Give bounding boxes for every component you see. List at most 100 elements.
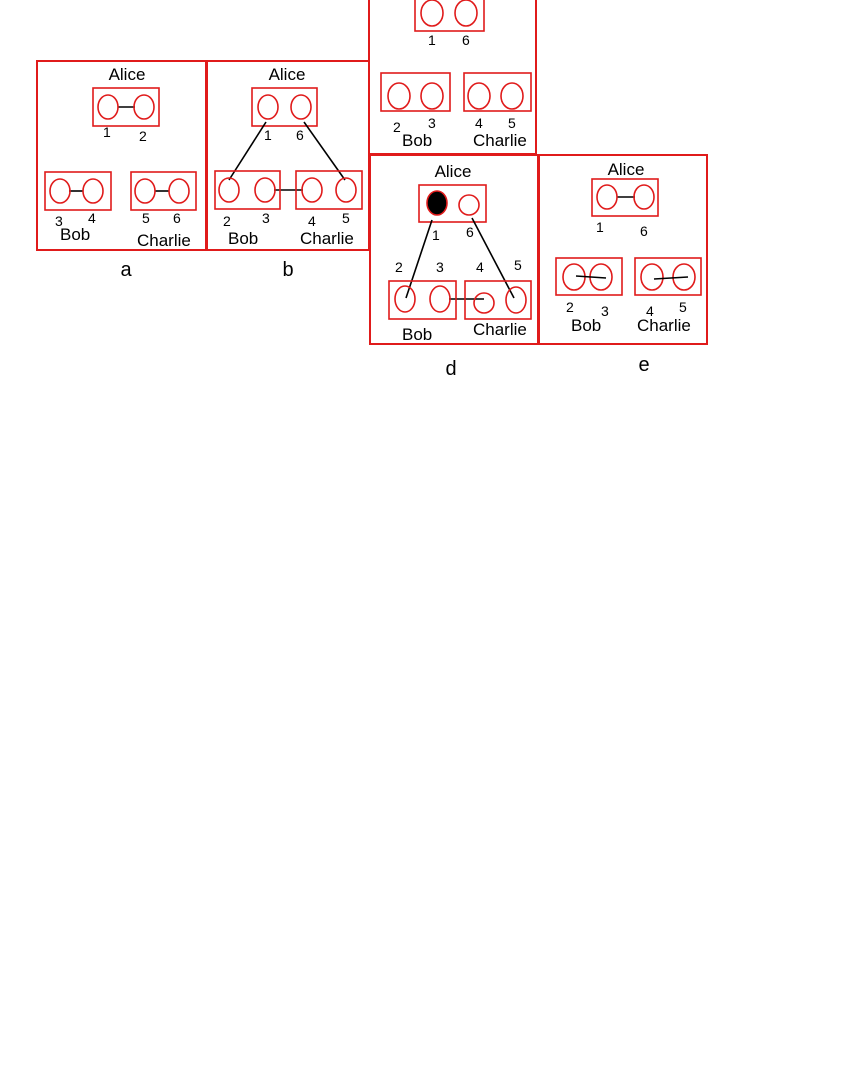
particle-2 bbox=[387, 82, 411, 110]
panel-d-frame bbox=[369, 154, 539, 345]
particle-3 bbox=[420, 82, 444, 110]
panel-label-d: d bbox=[445, 358, 456, 380]
particle-label-6: 6 bbox=[296, 127, 304, 143]
particle-5 bbox=[335, 177, 357, 203]
particle-3 bbox=[49, 178, 71, 204]
name-bob: Bob bbox=[402, 131, 432, 150]
particle-label-2: 2 bbox=[223, 213, 231, 229]
bob-box bbox=[44, 171, 112, 211]
particle-3 bbox=[429, 285, 451, 313]
bond-6-5 bbox=[471, 217, 515, 299]
particle-label-3: 3 bbox=[55, 213, 63, 229]
charlie-box bbox=[464, 280, 532, 320]
name-charlie: Charlie bbox=[300, 229, 354, 248]
name-charlie: Charlie bbox=[473, 320, 527, 339]
bond-1-2 bbox=[405, 219, 433, 299]
particle-label-5: 5 bbox=[679, 299, 687, 315]
name-alice: Alice bbox=[435, 162, 472, 181]
particle-6 bbox=[290, 94, 312, 120]
name-charlie: Charlie bbox=[473, 131, 527, 150]
particle-label-4: 4 bbox=[308, 213, 316, 229]
particle-6 bbox=[458, 194, 480, 216]
particle-1 bbox=[257, 94, 279, 120]
panel-e-frame bbox=[538, 154, 708, 345]
particle-5 bbox=[134, 178, 156, 204]
particle-6 bbox=[168, 178, 190, 204]
particle-2 bbox=[133, 94, 155, 120]
charlie-box bbox=[463, 72, 532, 112]
name-bob: Bob bbox=[60, 225, 90, 244]
name-charlie: Charlie bbox=[637, 316, 691, 335]
particle-2 bbox=[394, 285, 416, 313]
alice-box bbox=[92, 87, 160, 127]
charlie-box bbox=[295, 170, 363, 210]
name-bob: Bob bbox=[228, 229, 258, 248]
particle-label-1: 1 bbox=[264, 127, 272, 143]
particle-label-1: 1 bbox=[428, 32, 436, 48]
bob-box bbox=[214, 170, 281, 210]
particle-5 bbox=[505, 286, 527, 314]
particle-label-1: 1 bbox=[596, 219, 604, 235]
bond-2-3 bbox=[575, 275, 607, 279]
bob-box bbox=[388, 280, 457, 320]
particle-label-1: 1 bbox=[103, 124, 111, 140]
particle-6 bbox=[633, 184, 655, 210]
particle-label-6: 6 bbox=[466, 224, 474, 240]
name-alice: Alice bbox=[608, 160, 645, 179]
particle-label-6: 6 bbox=[173, 210, 181, 226]
charlie-box bbox=[634, 257, 702, 296]
particle-4 bbox=[82, 178, 104, 204]
particle-5 bbox=[672, 263, 696, 291]
bob-box bbox=[555, 257, 623, 296]
panel-label-e: e bbox=[638, 354, 649, 376]
alice-box bbox=[591, 178, 659, 217]
bond-4-5 bbox=[653, 276, 689, 280]
name-charlie: Charlie bbox=[137, 231, 191, 250]
particle-label-4: 4 bbox=[88, 210, 96, 226]
panel-label-a: a bbox=[120, 259, 132, 281]
particle-label-4: 4 bbox=[475, 115, 483, 131]
alice-box bbox=[414, 0, 485, 32]
particle-label-3: 3 bbox=[436, 259, 444, 275]
particle-1-measured bbox=[426, 190, 448, 216]
particle-4 bbox=[640, 263, 664, 291]
particle-label-1: 1 bbox=[432, 227, 440, 243]
alice-box bbox=[251, 87, 318, 127]
particle-label-5: 5 bbox=[142, 210, 150, 226]
particle-label-3: 3 bbox=[262, 210, 270, 226]
particle-4 bbox=[467, 82, 491, 110]
name-alice: Alice bbox=[269, 65, 306, 84]
charlie-box bbox=[130, 171, 197, 211]
panel-b: Alice 1 6 2 3 4 5 Bob Charlie bbox=[206, 60, 370, 251]
panel-c: 1 6 2 3 4 5 Bob Charlie bbox=[368, 0, 537, 155]
particle-label-3: 3 bbox=[601, 303, 609, 319]
particle-label-5: 5 bbox=[508, 115, 516, 131]
particle-4 bbox=[301, 177, 323, 203]
panel-d: Alice 1 6 2 3 4 5 Bob Charlie bbox=[369, 154, 539, 345]
particle-6 bbox=[454, 0, 478, 27]
particle-5 bbox=[500, 82, 524, 110]
particle-2 bbox=[218, 177, 240, 203]
name-bob: Bob bbox=[402, 325, 432, 344]
particle-label-2: 2 bbox=[566, 299, 574, 315]
panel-a: Alice 1 2 3 4 5 6 Bob Charlie bbox=[36, 60, 207, 251]
particle-label-4: 4 bbox=[646, 303, 654, 319]
name-alice: Alice bbox=[109, 65, 146, 84]
bob-box bbox=[380, 72, 451, 112]
particle-label-6: 6 bbox=[640, 223, 648, 239]
particle-label-5: 5 bbox=[342, 210, 350, 226]
particle-label-6: 6 bbox=[462, 32, 470, 48]
name-bob: Bob bbox=[571, 316, 601, 335]
particle-label-2: 2 bbox=[395, 259, 403, 275]
panel-e: Alice 1 6 2 3 4 5 Bob Charlie bbox=[538, 154, 708, 345]
particle-1 bbox=[97, 94, 119, 120]
panel-label-b: b bbox=[282, 259, 293, 281]
particle-1 bbox=[420, 0, 444, 27]
particle-label-2: 2 bbox=[393, 119, 401, 135]
particle-4 bbox=[473, 292, 495, 314]
particle-label-5: 5 bbox=[514, 257, 522, 273]
alice-box bbox=[418, 184, 487, 223]
particle-label-3: 3 bbox=[428, 115, 436, 131]
particle-label-4: 4 bbox=[476, 259, 484, 275]
